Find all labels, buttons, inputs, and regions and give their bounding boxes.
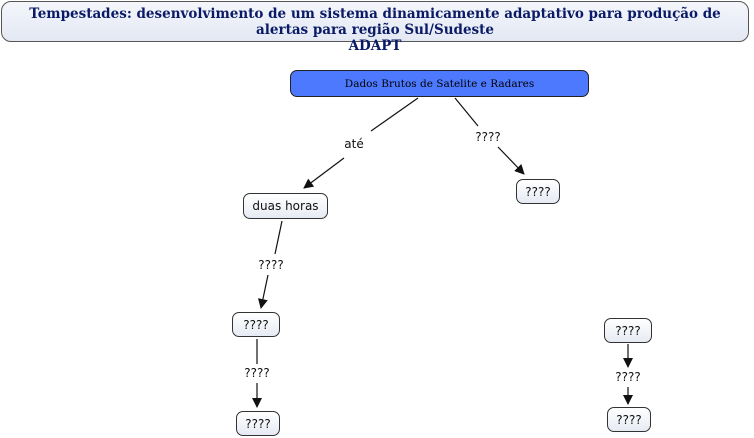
root-concept[interactable]: Dados Brutos de Satelite e Radares bbox=[290, 70, 589, 97]
concept-far-right-bottom-label: ???? bbox=[616, 412, 642, 427]
edge-duas-horas-to-link bbox=[274, 220, 283, 255]
concept-far-right-top-label: ???? bbox=[615, 323, 641, 338]
concept-left-mid[interactable]: ???? bbox=[232, 312, 280, 337]
link-label-root-right[interactable]: ???? bbox=[474, 130, 502, 144]
map-title-line2: ADAPT bbox=[348, 38, 402, 54]
map-title: Tempestades: desenvolvimento de um siste… bbox=[1, 1, 749, 54]
concept-far-right-top[interactable]: ???? bbox=[604, 318, 652, 343]
root-concept-label: Dados Brutos de Satelite e Radares bbox=[344, 77, 535, 90]
link-label-left-mid-down[interactable]: ???? bbox=[243, 366, 271, 380]
link-label-far-right-down[interactable]: ???? bbox=[614, 370, 642, 384]
edge-root-to-right-link bbox=[454, 97, 479, 127]
map-title-line1: Tempestades: desenvolvimento de um siste… bbox=[29, 6, 721, 38]
concept-far-right-bottom[interactable]: ???? bbox=[607, 407, 651, 432]
concept-duas-horas[interactable]: duas horas bbox=[243, 193, 328, 219]
concept-left-mid-label: ???? bbox=[243, 317, 269, 332]
link-label-duas-horas-down[interactable]: ???? bbox=[257, 258, 285, 272]
concept-left-bottom-label: ???? bbox=[245, 416, 271, 431]
edge-link-to-left-mid bbox=[257, 274, 269, 309]
edge-root-to-ate bbox=[370, 97, 419, 132]
edge-ate-to-duas-horas bbox=[303, 157, 345, 189]
concept-right-top[interactable]: ???? bbox=[516, 179, 560, 204]
link-label-ate[interactable]: até bbox=[343, 137, 365, 151]
concept-right-top-label: ???? bbox=[525, 184, 551, 199]
concept-left-bottom[interactable]: ???? bbox=[236, 411, 280, 436]
concept-duas-horas-label: duas horas bbox=[252, 199, 319, 213]
edge-right-link-to-node bbox=[497, 146, 525, 175]
